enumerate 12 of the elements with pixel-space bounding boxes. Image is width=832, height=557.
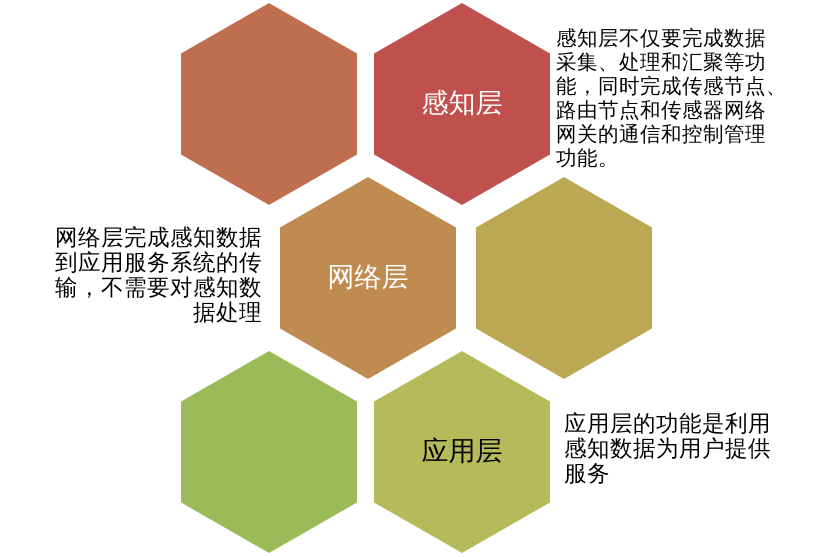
layer-label: 网络层 bbox=[328, 262, 408, 294]
layer-label: 应用层 bbox=[422, 436, 502, 468]
hexagon bbox=[181, 351, 357, 553]
hexagon bbox=[476, 177, 652, 379]
description-text: 感知层不仅要完成数据采集、处理和汇聚等功能，同时完成传感节点、路由节点和传感器网络网关的通信和控制管理功能。 bbox=[556, 26, 787, 170]
layer-label: 感知层 bbox=[422, 88, 502, 120]
description-text: 网络层完成感知数据到应用服务系统的传输，不需要对感知数据处理 bbox=[55, 226, 262, 326]
hexagon bbox=[374, 351, 550, 553]
description-text: 应用层的功能是利用感知数据为用户提供服务 bbox=[564, 412, 771, 487]
hexagon bbox=[280, 177, 456, 379]
hexagon bbox=[181, 3, 357, 205]
hexagon bbox=[374, 3, 550, 205]
